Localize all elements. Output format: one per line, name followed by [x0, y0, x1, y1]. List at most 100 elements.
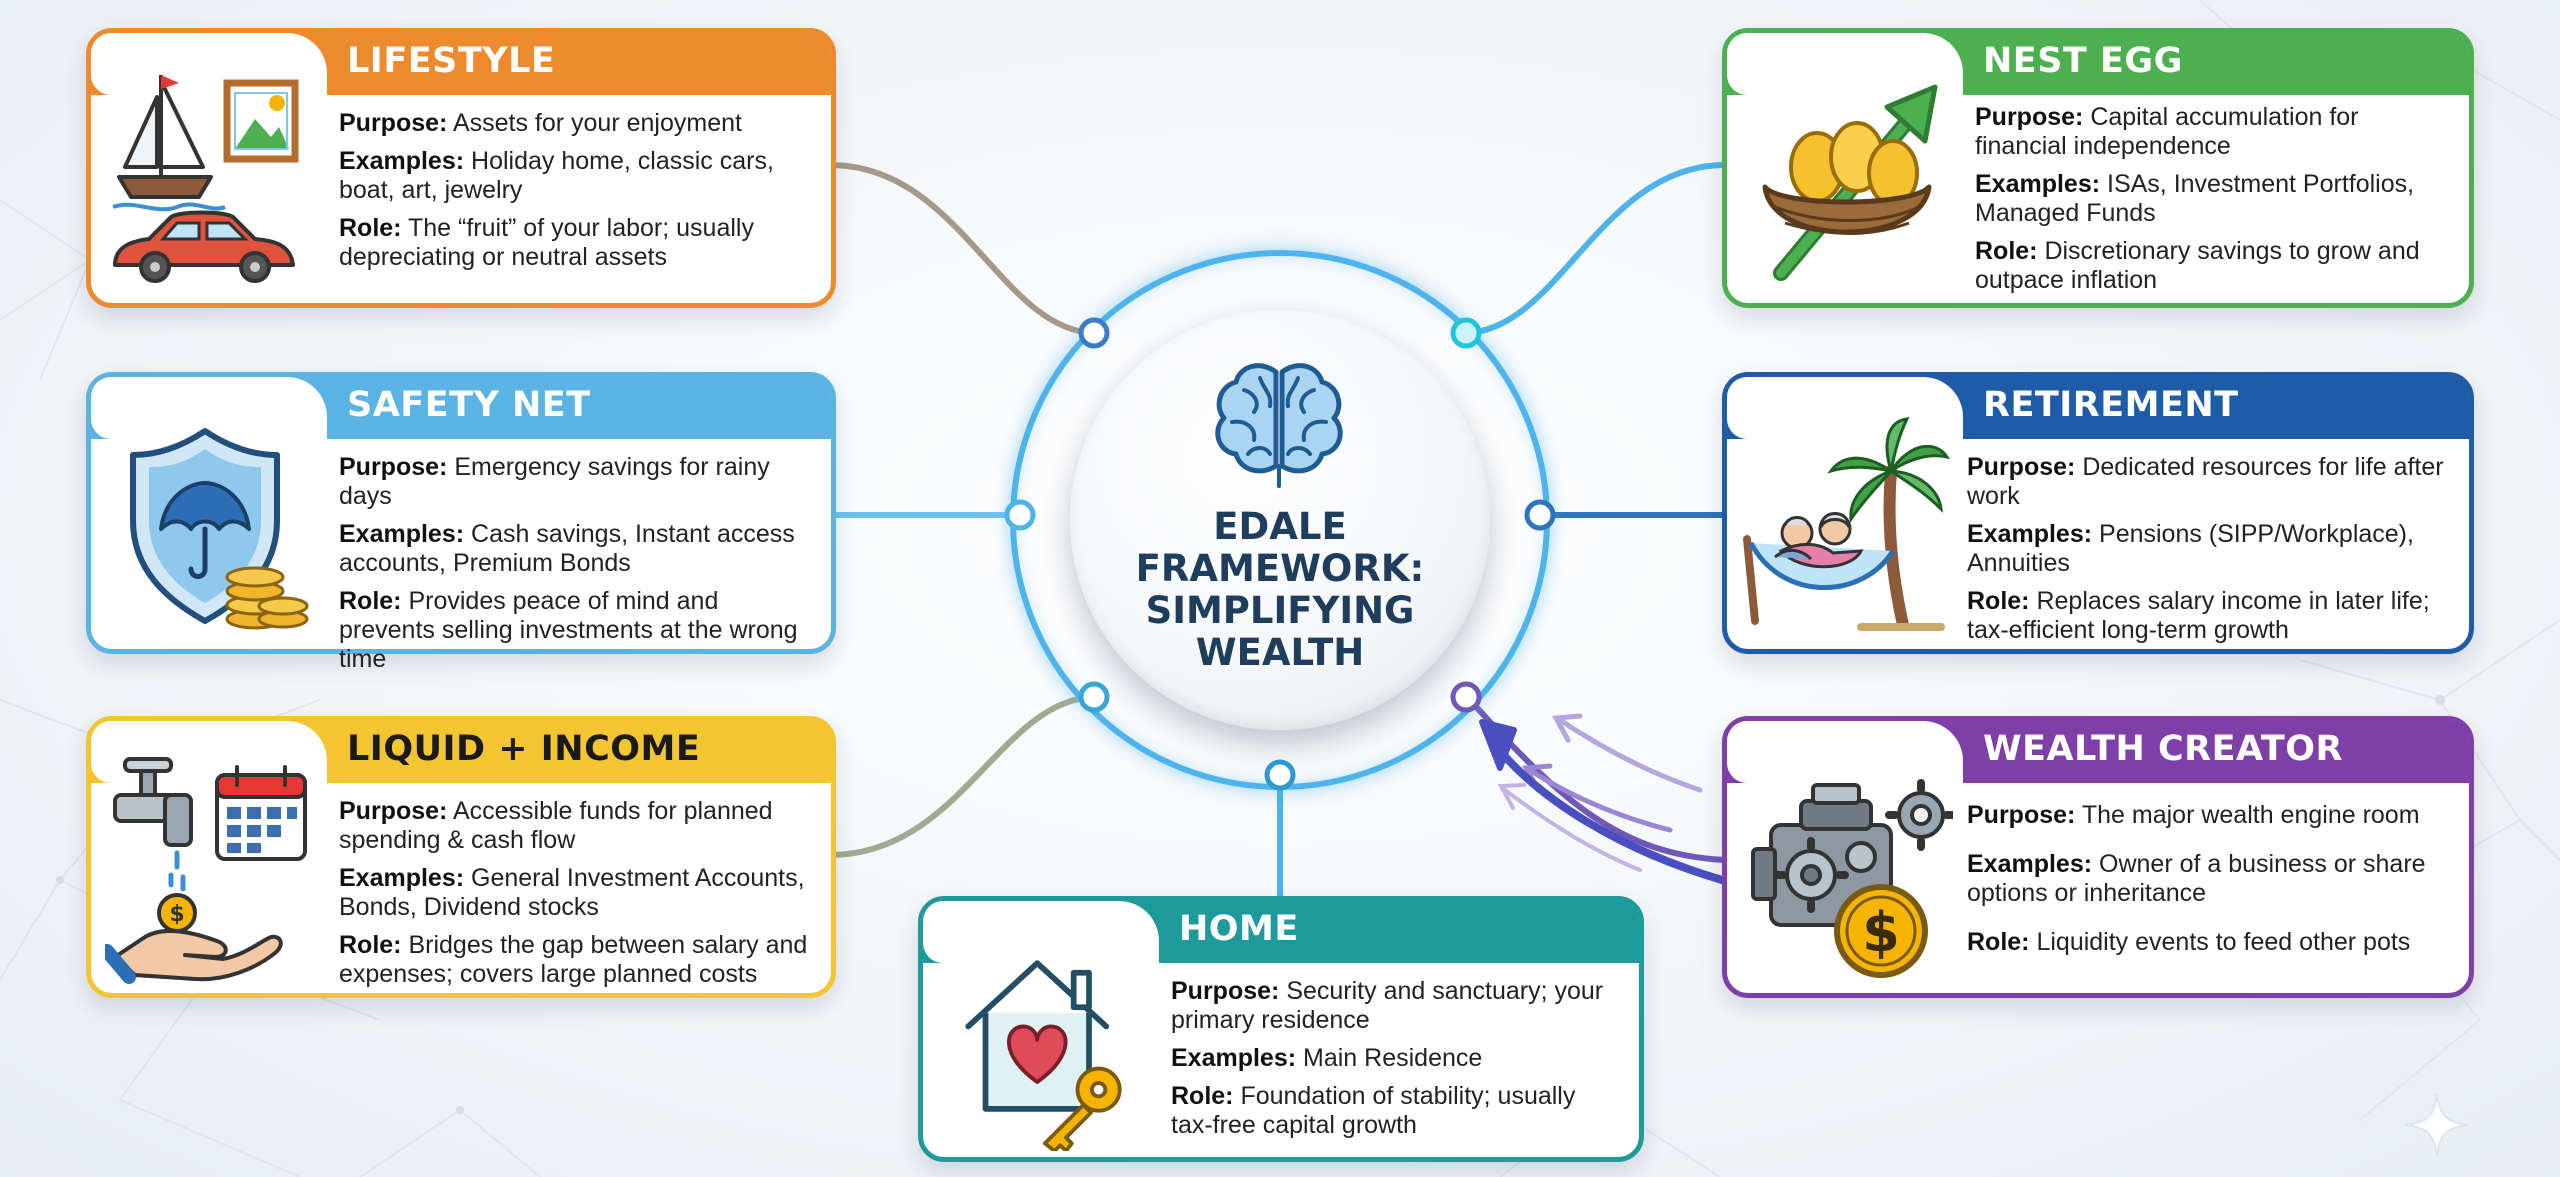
- role-label: Role:: [339, 587, 402, 615]
- hub-title-line-1: EDALE: [1213, 505, 1347, 548]
- examples-text: General Investment Accounts, Bonds, Divi…: [339, 864, 805, 921]
- purpose-label: Purpose:: [1967, 801, 2076, 829]
- card-nest-egg: NEST EGG Purpose: Capital accumulation f…: [1722, 28, 2474, 308]
- role-label: Role:: [1967, 587, 2030, 615]
- card-lifestyle: LIFESTYLE Purpose: Assets for your enjoy…: [86, 28, 836, 308]
- card-title: WEALTH CREATOR: [1983, 729, 2343, 769]
- role-text: Foundation of stability; usually tax-fre…: [1171, 1082, 1576, 1139]
- purpose-text: Security and sanctuary; your primary res…: [1171, 977, 1604, 1034]
- examples-row: Examples: Main Residence: [1171, 1044, 1623, 1073]
- role-text: Discretionary savings to grow and outpac…: [1975, 237, 2420, 294]
- examples-row: Examples: Holiday home, classic cars, bo…: [339, 147, 815, 205]
- hub-node-wealth-creator: [1450, 681, 1482, 713]
- purpose-row: Purpose: The major wealth engine room: [1967, 801, 2453, 830]
- card-title: SAFETY NET: [347, 385, 591, 425]
- card-body: Purpose: Dedicated resources for life af…: [1967, 453, 2453, 654]
- examples-text: Pensions (SIPP/Workplace), Annuities: [1967, 520, 2414, 577]
- card-body: Purpose: Capital accumulation for financ…: [1975, 103, 2453, 304]
- sailboat-icon: [112, 75, 226, 212]
- svg-text:$: $: [1862, 901, 1900, 964]
- connector-nest-egg: [1465, 162, 1726, 336]
- examples-label: Examples:: [1967, 520, 2093, 548]
- role-label: Role:: [1975, 237, 2038, 265]
- flow-arrows: [1479, 713, 1726, 884]
- hub-title-line-4: WEALTH: [1195, 631, 1365, 674]
- brain-icon: [1215, 363, 1343, 488]
- coin-stack-icon: [225, 566, 309, 630]
- examples-label: Examples:: [1975, 170, 2101, 198]
- examples-label: Examples:: [1171, 1044, 1297, 1072]
- card-liquid-income: LIQUID + INCOME $ Purpose: Access: [86, 716, 836, 998]
- role-row: Role: Discretionary savings to grow and …: [1975, 237, 2453, 295]
- role-label: Role:: [1171, 1082, 1234, 1110]
- card-body: Purpose: Emergency savings for rainy day…: [339, 453, 815, 683]
- lifestyle-illustration: [112, 75, 299, 283]
- card-header: [91, 377, 831, 439]
- role-text: Provides peace of mind and prevents sell…: [339, 587, 798, 673]
- card-header: [923, 901, 1639, 963]
- examples-label: Examples:: [1967, 850, 2093, 878]
- card-title: HOME: [1179, 909, 1299, 949]
- purpose-row: Purpose: Dedicated resources for life af…: [1967, 453, 2453, 511]
- role-row: Role: Foundation of stability; usually t…: [1171, 1082, 1623, 1140]
- purpose-label: Purpose:: [339, 109, 448, 137]
- card-wealth-creator: WEALTH CREATOR $ Purpose: The major we: [1722, 716, 2474, 998]
- calendar-icon: [215, 765, 307, 861]
- purpose-row: Purpose: Capital accumulation for financ…: [1975, 103, 2453, 161]
- hub-title-line-2: FRAMEWORK:: [1135, 547, 1425, 590]
- purpose-label: Purpose:: [1967, 453, 2076, 481]
- hub-node-retirement: [1524, 499, 1556, 531]
- card-title: LIQUID + INCOME: [347, 729, 701, 769]
- retirement-illustration: [1743, 417, 1951, 631]
- examples-text: Owner of a business or share options or …: [1967, 850, 2426, 907]
- purpose-label: Purpose:: [339, 797, 448, 825]
- house-heart-icon: [965, 960, 1110, 1112]
- liquid-income-illustration: $: [105, 757, 307, 984]
- examples-label: Examples:: [339, 147, 465, 175]
- card-body: Purpose: Assets for your enjoyment Examp…: [339, 109, 815, 281]
- palm-tree-icon: [1827, 417, 1951, 631]
- purpose-label: Purpose:: [1171, 977, 1280, 1005]
- dollar-coin-icon: $: [1834, 884, 1928, 978]
- examples-text: ISAs, Investment Portfolios, Managed Fun…: [1975, 170, 2415, 227]
- hub-center: EDALE FRAMEWORK: SIMPLIFYING WEALTH: [1070, 310, 1490, 730]
- safety-net-illustration: [130, 428, 309, 630]
- card-header: [1727, 721, 2469, 783]
- examples-row: Examples: Cash savings, Instant access a…: [339, 520, 815, 578]
- connector-liquid-income: [829, 694, 1095, 858]
- examples-text: Main Residence: [1303, 1044, 1483, 1072]
- card-title: LIFESTYLE: [347, 41, 556, 81]
- card-title: NEST EGG: [1983, 41, 2183, 81]
- examples-row: Examples: Pensions (SIPP/Workplace), Ann…: [1967, 520, 2453, 578]
- examples-label: Examples:: [339, 864, 465, 892]
- hand-coin-icon: $: [105, 893, 283, 984]
- hub-node-lifestyle: [1078, 317, 1110, 349]
- card-header: [1727, 33, 2469, 95]
- card-header: [91, 33, 831, 95]
- connector-lifestyle: [829, 162, 1095, 336]
- examples-row: Examples: ISAs, Investment Portfolios, M…: [1975, 170, 2453, 228]
- purpose-text: Accessible funds for planned spending & …: [339, 797, 773, 854]
- hub-node-liquid-income: [1078, 681, 1110, 713]
- card-body: Purpose: Security and sanctuary; your pr…: [1171, 977, 1623, 1149]
- role-row: Role: Provides peace of mind and prevent…: [339, 587, 815, 674]
- role-row: Role: Bridges the gap between salary and…: [339, 931, 815, 989]
- wealth-creator-illustration: $: [1751, 779, 1953, 978]
- card-header: [91, 721, 831, 783]
- card-home: HOME Purpose: Security and sanctuary; yo…: [918, 896, 1644, 1162]
- role-label: Role:: [339, 214, 402, 242]
- svg-text:$: $: [169, 902, 184, 927]
- role-text: Liquidity events to feed other pots: [2036, 928, 2411, 956]
- purpose-text: Assets for your enjoyment: [452, 109, 742, 137]
- card-body: Purpose: The major wealth engine room Ex…: [1967, 801, 2453, 966]
- card-safety-net: SAFETY NET Purpose: Emergency savings fo…: [86, 372, 836, 673]
- faucet-icon: [113, 757, 193, 892]
- nest-egg-illustration: [1762, 84, 1938, 281]
- examples-row: Examples: General Investment Accounts, B…: [339, 864, 815, 922]
- home-illustration: [965, 960, 1122, 1151]
- role-row: Role: Liquidity events to feed other pot…: [1967, 928, 2453, 957]
- card-retirement: RETIREMENT Purpose: Dedicated resources …: [1722, 372, 2474, 654]
- examples-row: Examples: Owner of a business or share o…: [1967, 850, 2453, 908]
- role-row: Role: The “fruit” of your labor; usually…: [339, 214, 815, 272]
